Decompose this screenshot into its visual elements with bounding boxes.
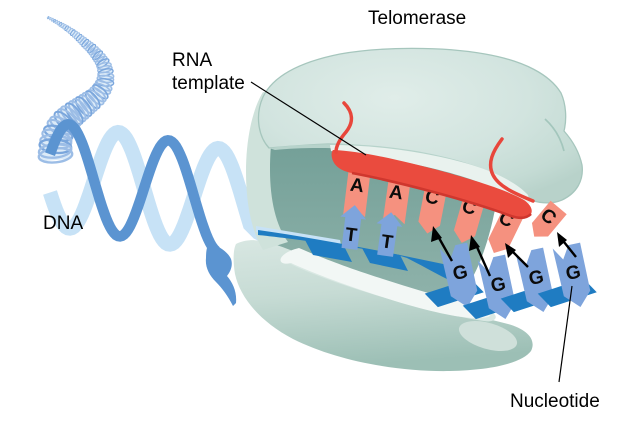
svg-text:RNA: RNA bbox=[172, 50, 212, 71]
svg-text:DNA: DNA bbox=[43, 213, 83, 234]
svg-text:G: G bbox=[564, 261, 583, 285]
svg-text:Telomerase: Telomerase bbox=[368, 8, 466, 29]
svg-text:A: A bbox=[388, 182, 405, 205]
svg-text:T: T bbox=[344, 224, 358, 246]
svg-text:G: G bbox=[489, 273, 508, 297]
svg-text:Nucleotide: Nucleotide bbox=[510, 391, 600, 412]
svg-text:G: G bbox=[451, 261, 470, 285]
svg-text:T: T bbox=[380, 231, 395, 253]
svg-text:template: template bbox=[172, 73, 245, 94]
svg-text:A: A bbox=[349, 175, 365, 198]
svg-text:G: G bbox=[527, 266, 546, 290]
